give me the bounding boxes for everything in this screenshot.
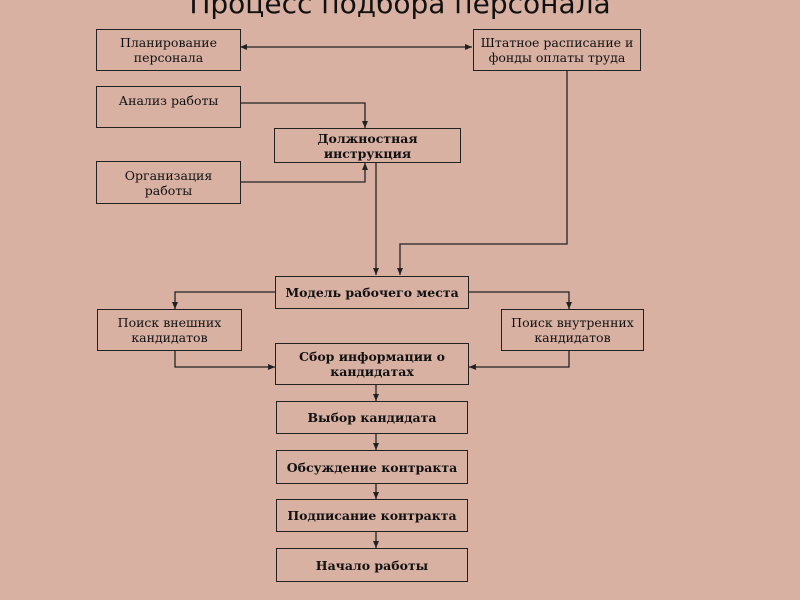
node-workplace-model: Модель рабочего места [275, 276, 469, 309]
node-contract-discussion-label: Обсуждение контракта [286, 459, 458, 475]
node-contract-signing-label: Подписание контракта [287, 508, 457, 523]
node-workplace-model-label: Модель рабочего места [285, 285, 459, 300]
node-info-collection: Сбор информации о кандидатах [275, 343, 469, 385]
link-model-internal [469, 291, 572, 309]
node-work-org-label: Организация работы [124, 167, 213, 198]
node-start-work: Начало работы [276, 548, 468, 582]
node-planning: Планирование персонала [96, 29, 241, 71]
link-external-info [174, 351, 275, 370]
node-external-search-label: Поиск внешних кандидатов [117, 315, 222, 345]
link-org-description [241, 163, 368, 183]
node-contract-signing: Подписание контракта [276, 499, 468, 532]
link-analysis-description [241, 102, 368, 128]
link-staffing-model [397, 71, 568, 275]
node-staffing: Штатное расписание и фонды оплаты труда [473, 29, 641, 71]
node-job-description: Должностная инструкция [274, 128, 461, 163]
node-staffing-label: Штатное расписание и фонды оплаты труда [480, 35, 634, 65]
node-contract-discussion: Обсуждение контракта [276, 450, 468, 484]
node-job-analysis: Анализ работы [96, 86, 241, 128]
link-internal-info [469, 351, 570, 370]
node-start-work-label: Начало работы [315, 557, 429, 573]
node-internal-search-label: Поиск внутренних кандидатов [511, 315, 634, 345]
link-model-external [172, 291, 275, 309]
node-external-search: Поиск внешних кандидатов [97, 309, 242, 351]
node-candidate-choice: Выбор кандидата [276, 401, 468, 434]
node-info-collection-label: Сбор информации о кандидатах [299, 349, 445, 379]
node-internal-search: Поиск внутренних кандидатов [501, 309, 644, 351]
node-work-org: Организация работы [96, 161, 241, 204]
node-planning-label: Планирование персонала [119, 35, 218, 65]
node-job-analysis-label: Анализ работы [118, 93, 219, 108]
node-job-description-label: Должностная инструкция [317, 130, 418, 161]
page-title: Процесс подбора персонала [189, 0, 611, 20]
node-candidate-choice-label: Выбор кандидата [307, 410, 437, 425]
